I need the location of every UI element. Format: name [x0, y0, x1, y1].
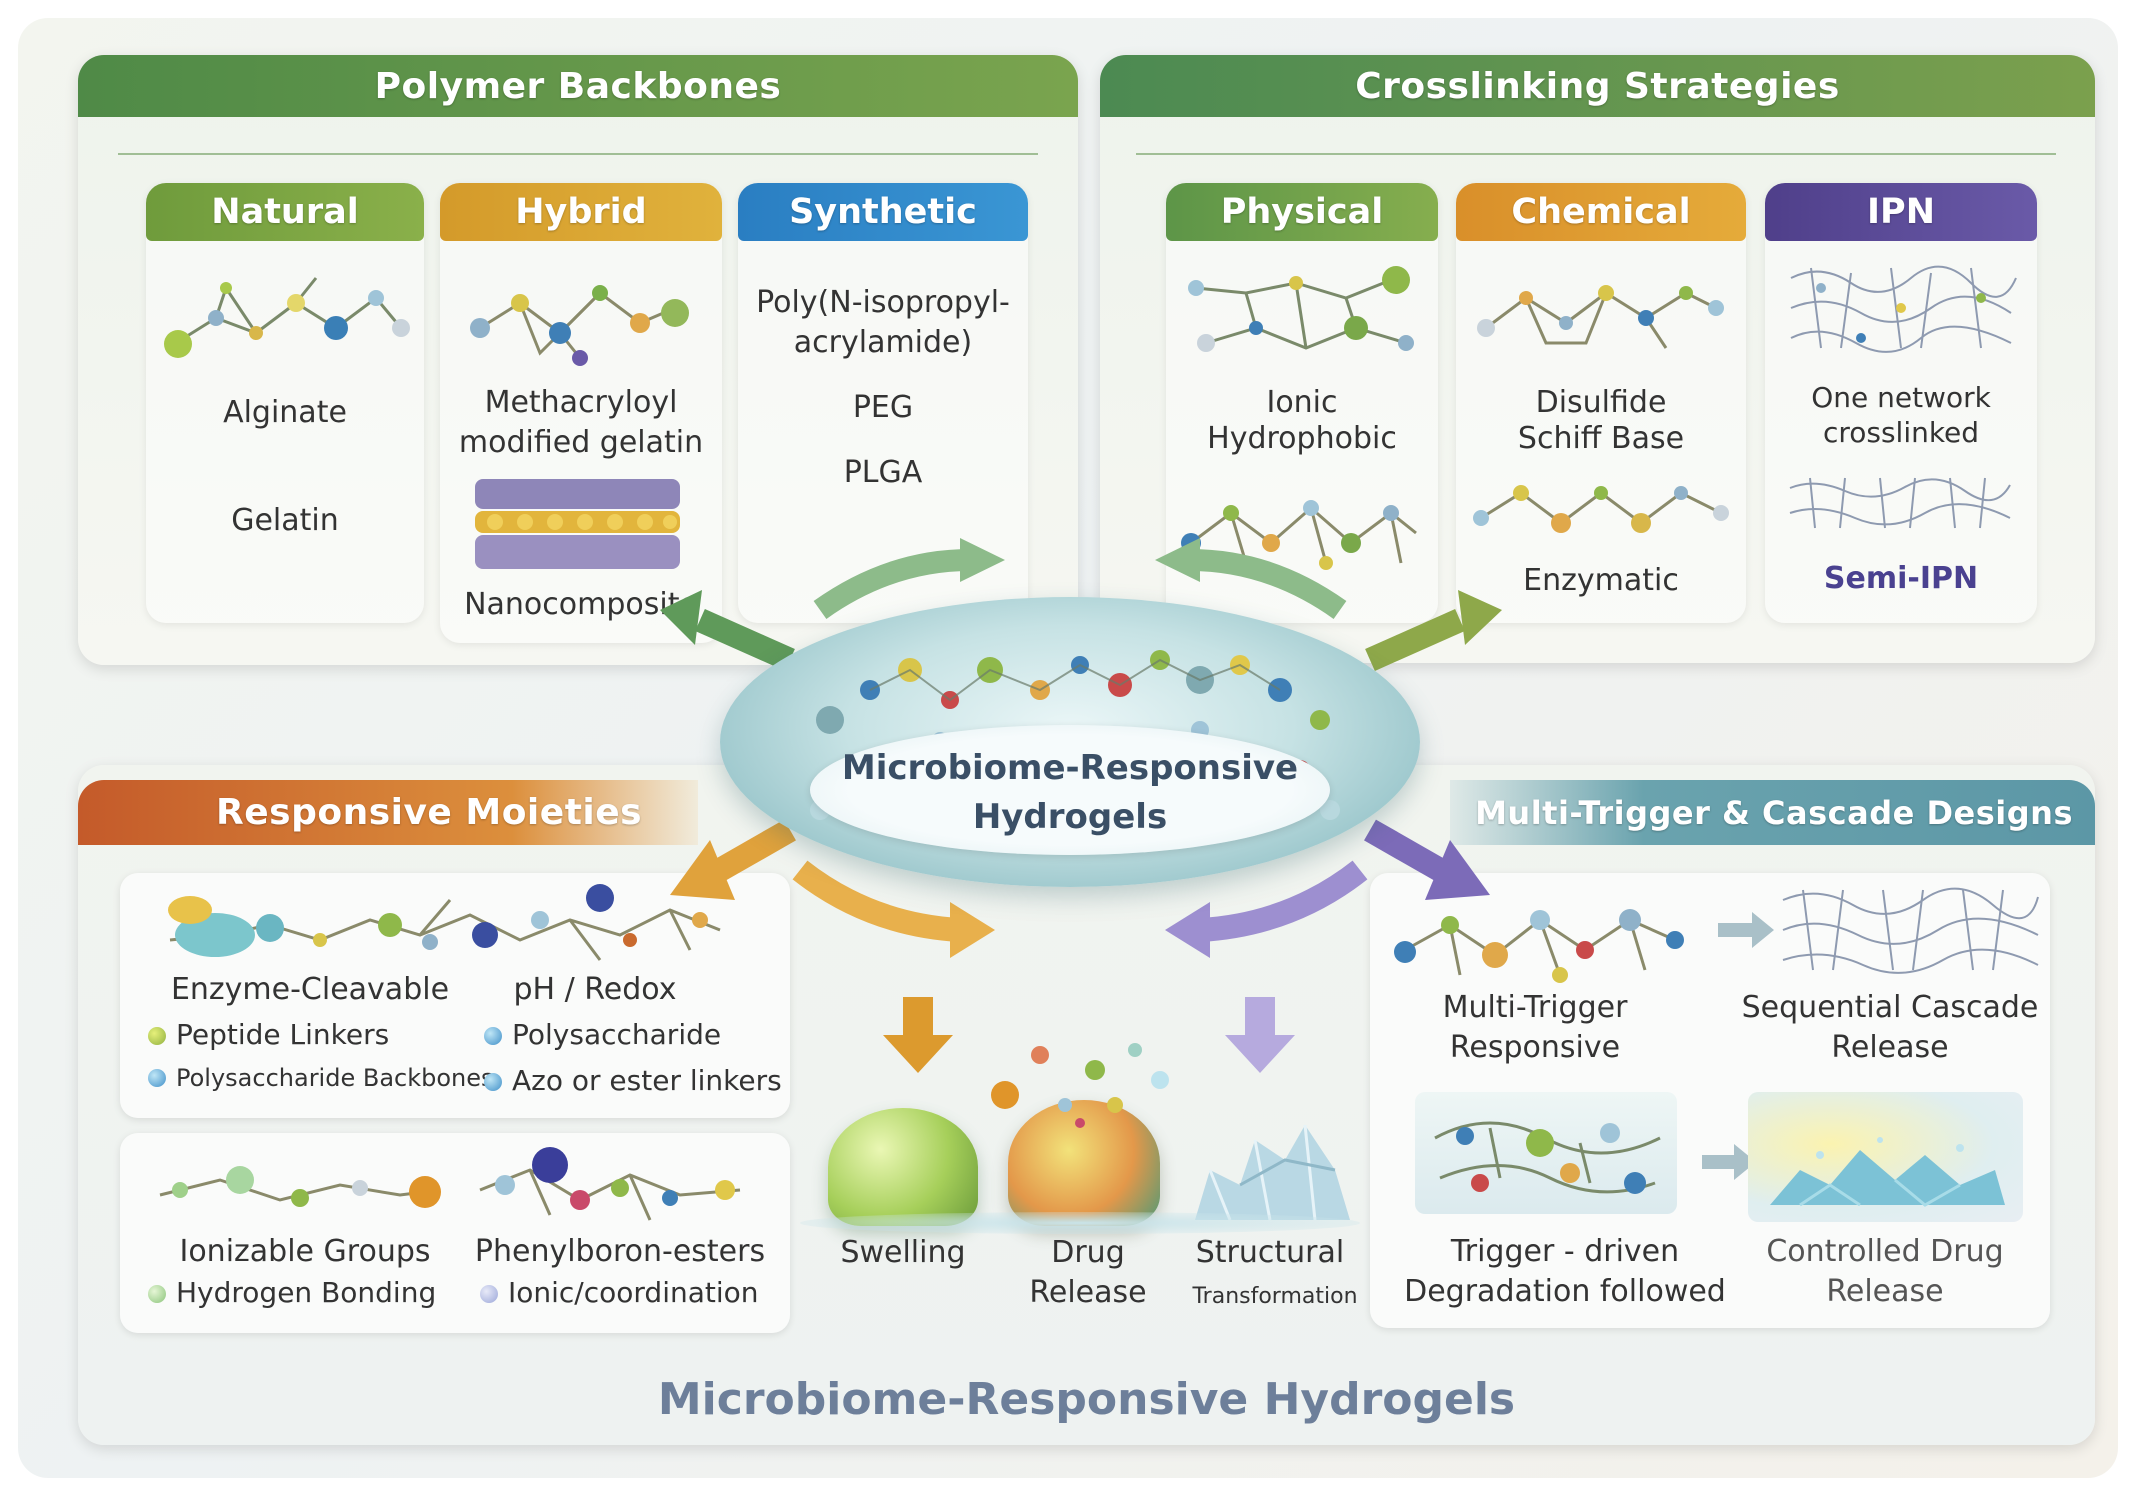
bullet-icon: [480, 1285, 498, 1303]
physical-header: Physical: [1166, 183, 1438, 241]
outcome-structural: Structural: [1195, 1235, 1345, 1270]
synthetic-header: Synthetic: [738, 183, 1028, 241]
ipn-header: IPN: [1765, 183, 2037, 241]
molecule-chain-illustration: [168, 884, 721, 961]
hybrid-item-methacryloyl: Methacryloyl: [484, 385, 678, 420]
cascade-multi-trigger-line2: Responsive: [1449, 1030, 1621, 1065]
moieties-card-ionizable: [120, 1133, 790, 1333]
center-label-line1: Microbiome-Responsive: [841, 748, 1299, 788]
center-label-line2: Hydrogels: [972, 797, 1168, 837]
cascade-designs-banner: Multi-Trigger & Cascade Designs: [1450, 780, 2095, 845]
chemical-item-schiff-base: Schiff Base: [1517, 421, 1685, 456]
molecule-chain-illustration: [1434, 1121, 1661, 1194]
moiety-list-item: Polysaccharide: [484, 1018, 721, 1051]
molecule-illustration: [164, 277, 410, 358]
chemical-item-enzymatic: Enzymatic: [1523, 563, 1679, 598]
cascade-sequential-line1: Sequential Cascade: [1741, 990, 2039, 1025]
cascade-trigger-line2: Degradation followed: [1404, 1274, 1726, 1309]
release-particles-illustration: [991, 1043, 1169, 1128]
polymer-backbones-title: Polymer Backbones: [374, 65, 782, 107]
bullet-icon: [148, 1069, 166, 1087]
crosslinking-strategies-banner: Crosslinking Strategies: [1100, 55, 2095, 117]
chemical-header: Chemical: [1456, 183, 1746, 241]
responsive-moieties-title: Responsive Moieties: [216, 792, 643, 833]
outcome-floor: [800, 1212, 1360, 1234]
crystal-mound-illustration: [1770, 1137, 2005, 1207]
divider: [1136, 153, 2056, 155]
polymer-backbones-panel: Polymer Backbones Natural Alginate Gelat…: [78, 55, 1078, 665]
hybrid-item-modified-gelatin: modified gelatin: [458, 425, 704, 460]
outcome-drug-release: Drug Release: [1029, 1235, 1147, 1310]
arrow-down-icon: [1225, 997, 1295, 1073]
molecule-illustration: [1477, 285, 1724, 349]
polymer-backbones-banner: Polymer Backbones: [78, 55, 1078, 117]
synthetic-item-peg: PEG: [852, 390, 914, 425]
molecule-illustration: [470, 285, 689, 366]
responsive-moieties-banner: Responsive Moieties: [78, 780, 698, 845]
bullet-icon: [148, 1285, 166, 1303]
bullet-icon: [484, 1027, 502, 1045]
molecule-illustration: [1188, 266, 1414, 352]
physical-column: Physical Ionic Hydrophobic: [1166, 183, 1438, 623]
moiety-enzyme-cleavable: Enzyme-Cleavable: [170, 972, 450, 1007]
natural-column: Natural Alginate Gelatin: [146, 183, 424, 623]
swelling-illustration: [828, 1108, 978, 1226]
cascade-controlled-line2: Release: [1826, 1274, 1944, 1309]
molecule-illustration: [1181, 500, 1417, 570]
arrow-right-icon: [1702, 1144, 1756, 1180]
synthetic-item-pnipam-line1: Poly(N-isopropyl-: [756, 285, 1010, 320]
divider: [118, 153, 1038, 155]
hybrid-column: Hybrid Methacryloyl modified gelatin Nan…: [440, 183, 722, 643]
hybrid-item-nanocomposite: Nanocomposite: [464, 587, 698, 622]
outcome-transformation: Transformation: [1192, 1284, 1358, 1309]
cascade-designs-title: Multi-Trigger & Cascade Designs: [1475, 793, 2073, 832]
hybrid-header: Hybrid: [440, 183, 722, 241]
natural-header: Natural: [146, 183, 424, 241]
natural-item-gelatin: Gelatin: [231, 503, 339, 538]
nanocomposite-layers-illustration: [475, 479, 680, 569]
molecule-chain-illustration: [159, 1147, 741, 1221]
synthetic-item-plga: PLGA: [843, 455, 923, 490]
ipn-item-semi-ipn: Semi-IPN: [1823, 561, 1979, 596]
ipn-item-crosslinked: crosslinked: [1822, 416, 1980, 449]
crosslinking-strategies-panel: Crosslinking Strategies Physical Ionic H…: [1100, 55, 2095, 663]
chemical-item-disulfide: Disulfide: [1535, 385, 1667, 420]
chemical-column: Chemical Disulfide Schiff Base Enzymatic: [1456, 183, 1746, 623]
molecule-illustration: [1473, 485, 1729, 533]
bullet-icon: [484, 1073, 502, 1091]
moiety-ph-redox: pH / Redox: [513, 972, 677, 1007]
arrow-down-icon: [883, 997, 953, 1073]
physical-item-ionic: Ionic: [1266, 385, 1338, 420]
cascade-sequential-line2: Release: [1831, 1030, 1949, 1065]
arrow-right-icon: [1718, 912, 1774, 948]
ipn-column: IPN One network crosslinked Semi-IPN: [1765, 183, 2037, 623]
ipn-item-one-network: One network: [1811, 381, 1991, 414]
bullet-icon: [148, 1027, 166, 1045]
moiety-ionizable-groups: Ionizable Groups: [179, 1234, 431, 1269]
network-illustration: [1782, 887, 2039, 974]
natural-item-alginate: Alginate: [223, 395, 347, 430]
physical-item-hydrophobic: Hydrophobic: [1207, 421, 1397, 456]
cascade-controlled-line1: Controlled Drug: [1766, 1234, 2004, 1269]
moiety-phenylboron-esters: Phenylboron-esters: [474, 1234, 766, 1269]
synthetic-item-pnipam-line2: acrylamide): [793, 325, 973, 360]
moiety-list-item: Peptide Linkers: [148, 1018, 389, 1051]
network-illustration: [1790, 265, 2017, 353]
flow-arrows: [660, 538, 1502, 958]
structural-transformation-illustration: [1195, 1124, 1350, 1221]
center-label-oval: [810, 725, 1330, 855]
crosslinking-strategies-title: Crosslinking Strategies: [1355, 65, 1840, 107]
cascade-trigger-line1: Trigger - driven: [1450, 1234, 1680, 1269]
cascade-multi-trigger-line1: Multi-Trigger: [1442, 990, 1628, 1025]
moiety-list-item: Azo or ester linkers: [484, 1064, 782, 1097]
footer-title: Microbiome-Responsive Hydrogels: [657, 1374, 1516, 1425]
outcome-swelling: Swelling: [840, 1235, 966, 1270]
moiety-list-item: Ionic/coordination: [480, 1276, 759, 1309]
network-illustration: [1789, 477, 2011, 529]
moiety-list-item: Polysaccharide Backbones: [148, 1064, 494, 1092]
moiety-list-item: Hydrogen Bonding: [148, 1276, 436, 1309]
molecule-chain-illustration: [1394, 909, 1684, 983]
